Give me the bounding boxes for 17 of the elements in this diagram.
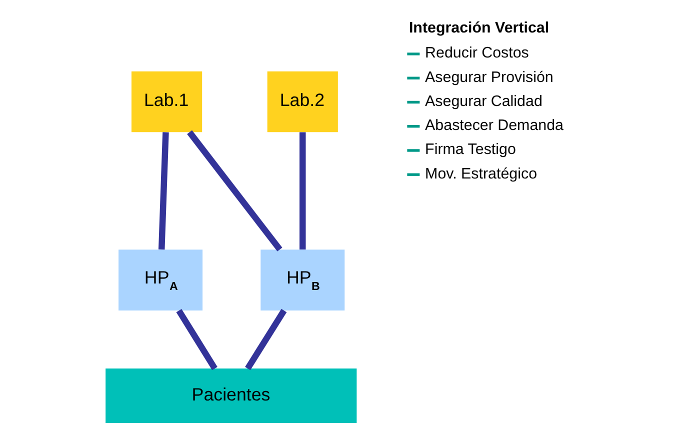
node-box: HP$_{B}$	[260, 250, 345, 310]
connector	[158, 132, 169, 250]
label: Firma Testigo	[425, 141, 516, 158]
label: Reducir Costos	[425, 44, 529, 62]
label: Asegurar Calidad	[425, 92, 542, 110]
label: Mov. Estratégico	[425, 165, 538, 182]
connector	[176, 308, 218, 370]
label: Asegurar Provisión	[425, 68, 554, 86]
node-box: Lab.1	[132, 71, 202, 132]
connector	[245, 308, 287, 370]
node-box: Lab.2	[267, 71, 338, 132]
node-box: Pacientes	[106, 368, 357, 424]
node-box: HP$_{A}$	[118, 250, 203, 310]
label: Abastecer Demanda	[425, 117, 564, 134]
connector	[187, 130, 282, 252]
label: Integración Vertical	[408, 20, 550, 37]
connector	[300, 132, 306, 250]
